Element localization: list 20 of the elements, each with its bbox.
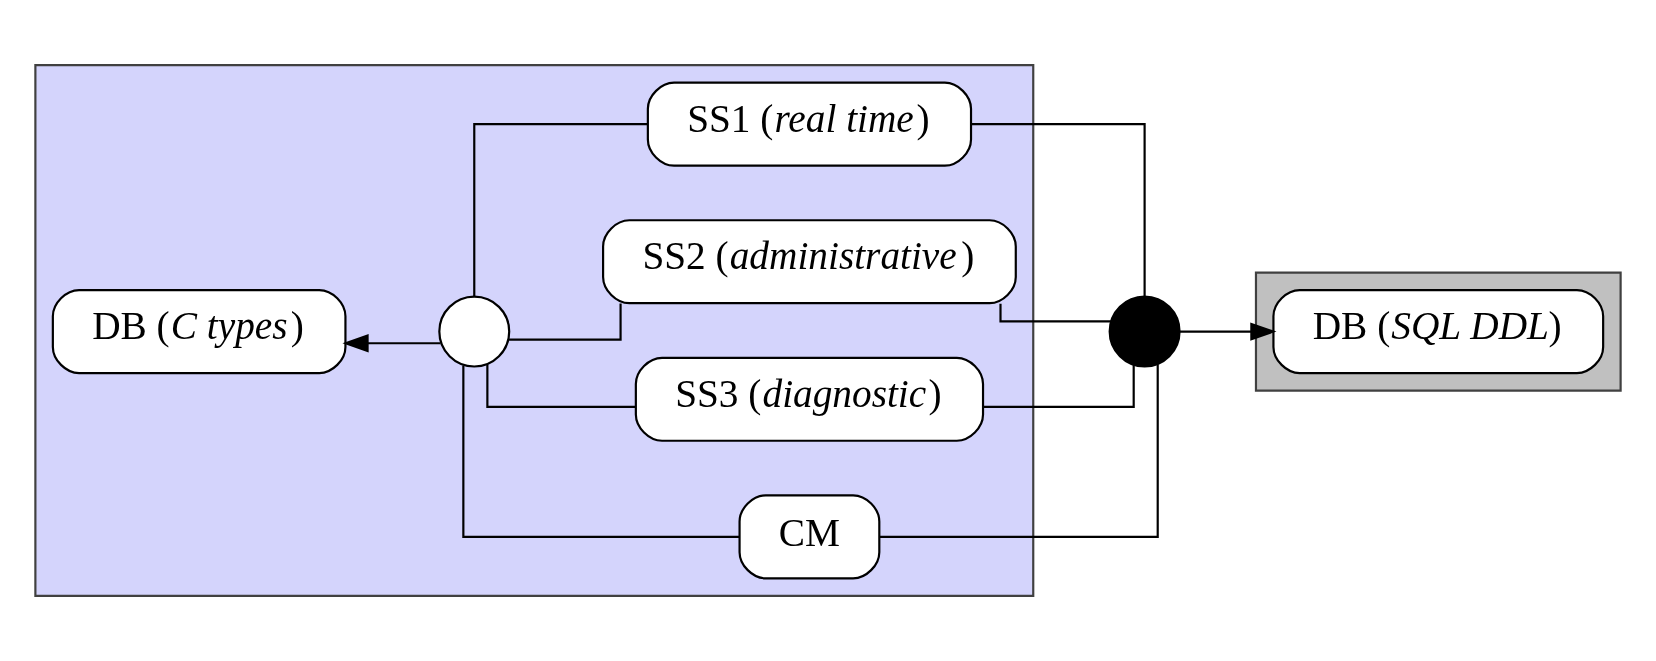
connector <box>999 303 1112 323</box>
cluster <box>34 64 1035 597</box>
node-box: SS2 (administrative) <box>602 219 1017 305</box>
node-box: DB (C types) <box>51 289 347 375</box>
cluster <box>1254 271 1622 392</box>
node-box: SS1 (real time) <box>646 81 973 167</box>
connector <box>473 123 648 297</box>
node-circle <box>1108 295 1181 368</box>
arrow <box>342 334 441 353</box>
arrow <box>1180 322 1277 341</box>
node-box: DB (SQL DDL) <box>1272 289 1605 375</box>
connector <box>983 364 1135 408</box>
connector <box>508 303 622 341</box>
connector <box>879 364 1159 538</box>
connector <box>971 123 1146 297</box>
node-box: SS3 (diagnostic) <box>634 356 985 442</box>
node-box: CM <box>738 494 881 580</box>
connector <box>486 364 636 408</box>
node-circle <box>438 295 511 368</box>
connector <box>462 365 740 538</box>
